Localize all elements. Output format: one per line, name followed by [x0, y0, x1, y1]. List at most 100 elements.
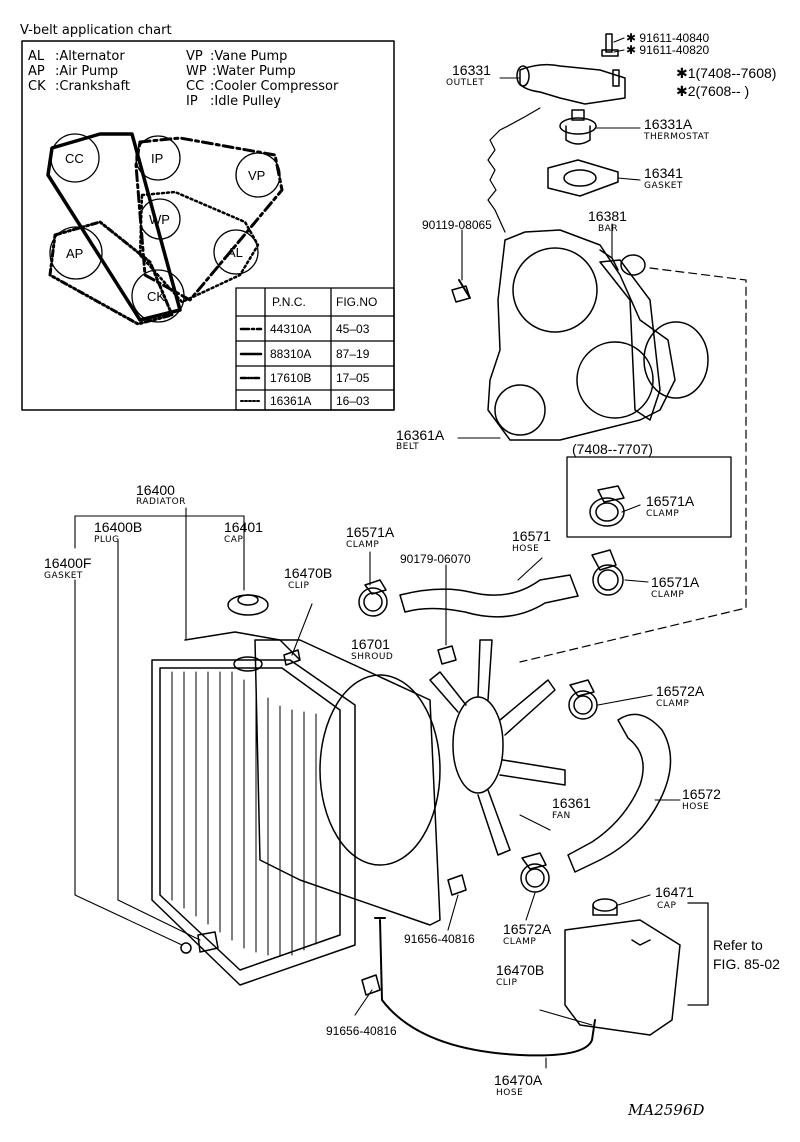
leader-lines [74, 37, 681, 1069]
radiator-drawing [151, 631, 356, 986]
callout-16361A-num: 16361A [396, 427, 445, 443]
callout-16400F-num: 16400F [44, 555, 92, 571]
callout-16401-name: CAP [224, 535, 244, 545]
callout-star2: ✱2(7608-- ) [676, 83, 750, 99]
callout-16572A-bottom-name: CLAMP [503, 937, 537, 947]
vbelt-table-grid [235, 287, 395, 411]
pulley-label-cc: CC [65, 151, 84, 166]
callout-16470B-top-num: 16470B [284, 565, 333, 581]
table-header-figno: FIG.NO [336, 295, 378, 309]
table-pnc-0: 44310A [270, 322, 312, 336]
callout-16331-num: 16331 [452, 62, 491, 78]
refer-line-2: FIG. 85-02 [713, 956, 780, 972]
refer-bracket [687, 902, 709, 1006]
callout-16401-num: 16401 [224, 519, 263, 535]
legend-code-cc: CC [186, 79, 205, 94]
bolt-91656-left [361, 974, 381, 996]
legend-name-ip: :Idle Pulley [210, 94, 281, 109]
callout-16571A-left-num: 16571A [346, 524, 395, 540]
callout-16400B-num: 16400B [94, 519, 143, 535]
clamp-7408-drawing [589, 485, 625, 527]
callout-16471-num: 16471 [655, 884, 694, 900]
callout-90119-08065: 90119-08065 [422, 218, 492, 232]
hose-16572-drawing [567, 713, 672, 873]
pulley-label-ck: CK [147, 289, 166, 304]
vbelt-chart-frame [21, 40, 395, 411]
thermostat-drawing [559, 109, 597, 145]
pulley-label-ip: IP [151, 151, 164, 166]
fan-drawing [429, 639, 566, 856]
callout-16571-num: 16571 [512, 528, 551, 544]
callout-91656-40816-right: 91656-40816 [404, 932, 475, 946]
callout-16571A-right-num: 16571A [651, 574, 700, 590]
legend-name-wp: :Water Pump [212, 64, 296, 79]
callout-16571A-left-name: CLAMP [346, 540, 380, 550]
drawing-id: MA2596D [628, 1101, 705, 1119]
callout-16572A-top-num: 16572A [656, 683, 705, 699]
dashed-connector-right [519, 267, 747, 663]
callout-16361-num: 16361 [552, 795, 591, 811]
callout-16331-name: OUTLET [446, 78, 485, 88]
legend-code-al: AL [28, 49, 45, 64]
callout-16571A-box-name: CLAMP [646, 509, 680, 519]
callout-16341-name: GASKET [644, 181, 683, 191]
bolt-90179 [437, 645, 457, 665]
callout-16341-num: 16341 [644, 165, 683, 181]
bolt-90119 [458, 279, 471, 299]
pulley-al [213, 229, 259, 275]
legend-name-cc: :Cooler Compressor [210, 79, 339, 94]
legend-code-ip: IP [186, 94, 198, 109]
clamp-16572A-bottom [520, 852, 550, 893]
clamp-16571A-left [358, 579, 388, 617]
callout-16331A-name: THERMOSTAT [644, 132, 710, 142]
callout-91656-40816-left: 91656-40816 [326, 1024, 397, 1038]
pulley-label-wp: WP [149, 212, 170, 227]
table-line-samples [239, 327, 263, 402]
table-fig-1: 87–19 [336, 347, 370, 361]
clamp-16572A-top [568, 679, 598, 720]
callout-7408-7707: (7408--7707) [572, 441, 653, 457]
callout-16400-num: 16400 [136, 482, 175, 498]
callout-16471-name: CAP [657, 901, 677, 911]
callout-16701-name: SHROUD [351, 652, 394, 662]
shroud-drawing [254, 639, 441, 926]
callout-16470A-name: HOSE [496, 1088, 524, 1098]
pulley-ap [49, 226, 103, 280]
table-pnc-3: 16361A [270, 394, 312, 408]
legend-code-wp: WP [186, 64, 207, 79]
callout-16381-name: BAR [598, 224, 619, 234]
gasket-drawing [547, 159, 619, 197]
vbelt-chart-title: V-belt application chart [20, 23, 172, 38]
clamp-16571A-right [591, 549, 624, 596]
callout-90179-06070: 90179-06070 [400, 552, 471, 566]
table-fig-0: 45–03 [336, 322, 370, 336]
callout-16571A-box-num: 16571A [646, 493, 695, 509]
callout-16361A-name: BELT [396, 442, 420, 452]
callout-91611-40840: ✱ 91611-40840 [626, 31, 710, 45]
callout-16361-name: FAN [552, 811, 571, 821]
water-pump-belt-drawing [487, 229, 709, 441]
callout-16470B-bottom-name: CLIP [496, 978, 518, 988]
callout-16571-name: HOSE [512, 544, 540, 554]
callout-16470B-top-name: CLIP [288, 581, 310, 591]
hose-16571-drawing [399, 574, 579, 618]
callout-16400F-name: GASKET [44, 571, 83, 581]
callout-star1: ✱1(7408--7608) [676, 65, 777, 81]
cap-16401-drawing [227, 594, 269, 616]
refer-line-1: Refer to [713, 937, 763, 953]
pulley-label-vp: VP [248, 168, 266, 183]
callout-16572-name: HOSE [682, 802, 710, 812]
legend-name-ap: :Air Pump [55, 64, 119, 79]
callout-16400B-name: PLUG [94, 535, 120, 545]
table-header-pnc: P.N.C. [272, 295, 306, 309]
pulley-label-al: AL [227, 245, 243, 260]
callout-16470A-num: 16470A [494, 1072, 543, 1088]
belt-dashdotdot-ap-ck [48, 220, 174, 326]
callout-16572A-bottom-num: 16572A [503, 921, 552, 937]
belt-dashdot-ip-vp [134, 136, 284, 302]
callout-16400-name: RADIATOR [136, 497, 186, 507]
legend-name-al: :Alternator [55, 49, 125, 64]
callout-16381-num: 16381 [588, 208, 627, 224]
legend-code-vp: VP [186, 49, 203, 64]
